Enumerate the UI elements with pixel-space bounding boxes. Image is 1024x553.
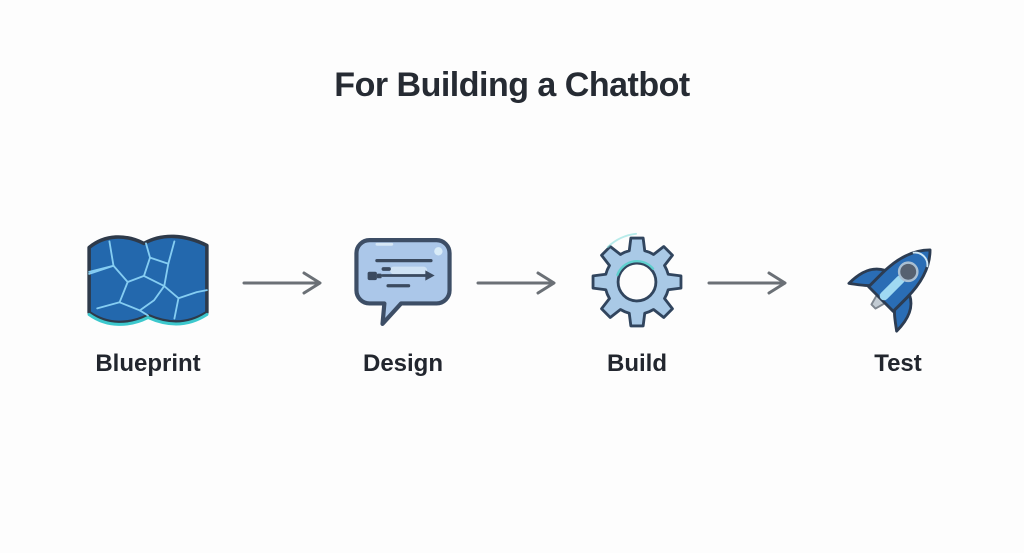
step-build: Build — [537, 226, 737, 378]
step-label-build: Build — [607, 350, 667, 377]
step-blueprint: Blueprint — [48, 226, 248, 378]
step-label-test: Test — [874, 350, 922, 377]
map-icon — [81, 226, 215, 338]
page-title: For Building a Chatbot — [334, 66, 690, 104]
step-design: Design — [303, 226, 503, 378]
step-label-blueprint: Blueprint — [95, 350, 201, 377]
rocket-icon — [845, 226, 951, 338]
gear-icon — [585, 226, 689, 338]
step-label-design: Design — [362, 350, 443, 377]
arrow-icon — [242, 271, 322, 295]
arrow-icon — [707, 271, 787, 295]
step-test: Test — [798, 226, 998, 378]
arrow-icon — [476, 271, 556, 295]
chat-bubble-icon — [349, 226, 457, 338]
